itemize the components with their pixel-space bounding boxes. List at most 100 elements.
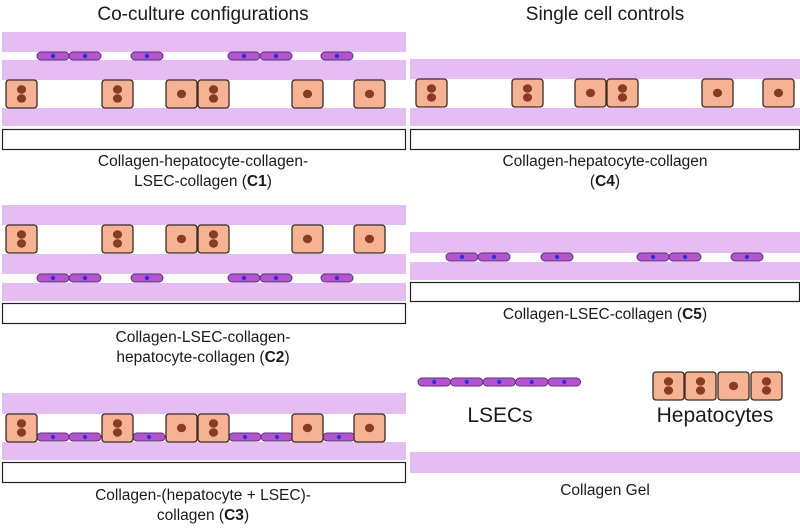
hepatocyte-nucleus [364, 423, 375, 433]
hepatocyte-body [5, 224, 38, 254]
c2-lsec-4 [320, 273, 354, 283]
hepatocyte-nucleus [208, 94, 219, 103]
hepatocyte-nucleus [617, 84, 628, 93]
c1-lsec-4 [320, 51, 354, 61]
c3-hepatocyte-5 [353, 413, 386, 443]
hepatocyte-nucleus [617, 93, 628, 102]
lsec-nucleus [491, 254, 497, 260]
hepatocyte-nucleus [695, 386, 706, 395]
caption-c1-code: C1 [246, 173, 267, 190]
hepatocyte-nucleus [302, 423, 313, 433]
c2-collagen-top [2, 205, 406, 225]
caption-c4-line1: Collagen-hepatocyte-collagen [502, 153, 708, 170]
c1-hepatocyte-4 [291, 79, 324, 109]
lsec-nucleus [241, 53, 247, 59]
c2-hepatocyte-2 [165, 224, 198, 254]
c4-hepatocyte-5 [762, 78, 795, 108]
c2-collagen-bottom [2, 283, 406, 301]
hepatocyte-nucleus [522, 93, 533, 102]
legend-lsec-chain [417, 377, 581, 387]
c3-hepatocyte-0 [5, 413, 38, 443]
c1-collagen-bottom [2, 108, 406, 126]
lsec-nucleus [82, 53, 88, 59]
caption-c3: Collagen-(hepatocyte + LSEC)- collagen (… [0, 486, 406, 526]
hepatocyte-nucleus [16, 428, 27, 437]
hepatocyte-nucleus [761, 377, 772, 386]
heading-coculture: Co-culture configurations [97, 4, 309, 25]
hepatocyte-body [5, 79, 38, 109]
c4-hepatocyte-3 [606, 78, 639, 108]
c5-base-well [409, 281, 800, 303]
hepatocyte-body [101, 224, 134, 254]
lsec-nucleus [144, 53, 150, 59]
hepatocyte-body [197, 413, 230, 443]
c3-base-well [1, 461, 407, 484]
hepatocyte-body [197, 79, 230, 109]
c2-lsec-pair-3 [227, 273, 293, 283]
caption-c5-code: C5 [682, 306, 702, 323]
caption-c4-line2: (C4) [589, 173, 621, 190]
c2-hepatocyte-3 [197, 224, 230, 254]
hepatocyte-body [511, 78, 544, 108]
c2-collagen-middle [2, 254, 406, 274]
hepatocyte-nucleus [663, 377, 674, 386]
lsec-nucleus [242, 434, 248, 440]
caption-c3-line2: collagen (C3) [156, 507, 250, 524]
lsec-nucleus [554, 254, 560, 260]
c5-collagen-top [410, 232, 800, 253]
c2-hepatocyte-4 [291, 224, 324, 254]
c4-collagen-bottom [410, 108, 800, 126]
c3-lsec-4 [322, 432, 356, 442]
c1-hepatocyte-0 [5, 79, 38, 109]
hepatocyte-nucleus [16, 94, 27, 103]
hepatocyte-body [101, 413, 134, 443]
lsec-nucleus [529, 379, 534, 385]
lsec-nucleus [146, 434, 152, 440]
lsec-nucleus [82, 434, 88, 440]
hepatocyte-body [750, 371, 783, 401]
c4-hepatocyte-1 [511, 78, 544, 108]
caption-c3-code: C3 [224, 507, 244, 524]
caption-c4-code: C4 [595, 173, 615, 190]
lsec-nucleus [650, 254, 656, 260]
c3-collagen-top [2, 393, 406, 414]
c5-lsec-2 [540, 252, 574, 262]
lsec-nucleus [744, 254, 750, 260]
caption-c2-code: C2 [264, 349, 285, 366]
legend-collagen-band [410, 452, 800, 473]
caption-c2: Collagen-LSEC-collagen- hepatocyte-colla… [0, 328, 406, 368]
c4-hepatocyte-0 [415, 78, 448, 108]
c5-lsec-pair-3 [636, 252, 702, 262]
hepatocyte-nucleus [176, 234, 187, 244]
caption-c5: Collagen-LSEC-collagen (C5) [410, 305, 800, 325]
hepatocyte-nucleus [712, 88, 723, 98]
lsec-nucleus [464, 379, 469, 385]
c2-base-well [1, 302, 407, 325]
hepatocyte-nucleus [176, 89, 187, 99]
c3-hepatocyte-4 [291, 413, 324, 443]
lsec-nucleus [274, 434, 280, 440]
lsec-nucleus [459, 254, 465, 260]
hepatocyte-nucleus [208, 428, 219, 437]
c1-hepatocyte-2 [165, 79, 198, 109]
c1-lsec-pair-3 [227, 51, 293, 61]
c2-hepatocyte-1 [101, 224, 134, 254]
hepatocyte-nucleus [16, 419, 27, 428]
hepatocyte-nucleus [426, 84, 437, 93]
hepatocyte-nucleus [176, 423, 187, 433]
caption-c4: Collagen-hepatocyte-collagen (C4) [410, 152, 800, 192]
c3-lsec-pair-3 [228, 432, 294, 442]
lsec-nucleus [82, 275, 88, 281]
caption-c5-line1: Collagen-LSEC-collagen (C5) [502, 306, 708, 323]
lsec-nucleus [432, 379, 437, 385]
hepatocyte-nucleus [522, 84, 533, 93]
c1-collagen-top [2, 32, 406, 52]
hepatocyte-body [197, 224, 230, 254]
c2-hepatocyte-5 [353, 224, 386, 254]
c5-collagen-bottom [410, 262, 800, 280]
hepatocyte-body [415, 78, 448, 108]
legend-hepatocyte-0 [652, 371, 685, 401]
c3-collagen-bottom [2, 442, 406, 460]
legend-hepatocyte-1 [684, 371, 717, 401]
